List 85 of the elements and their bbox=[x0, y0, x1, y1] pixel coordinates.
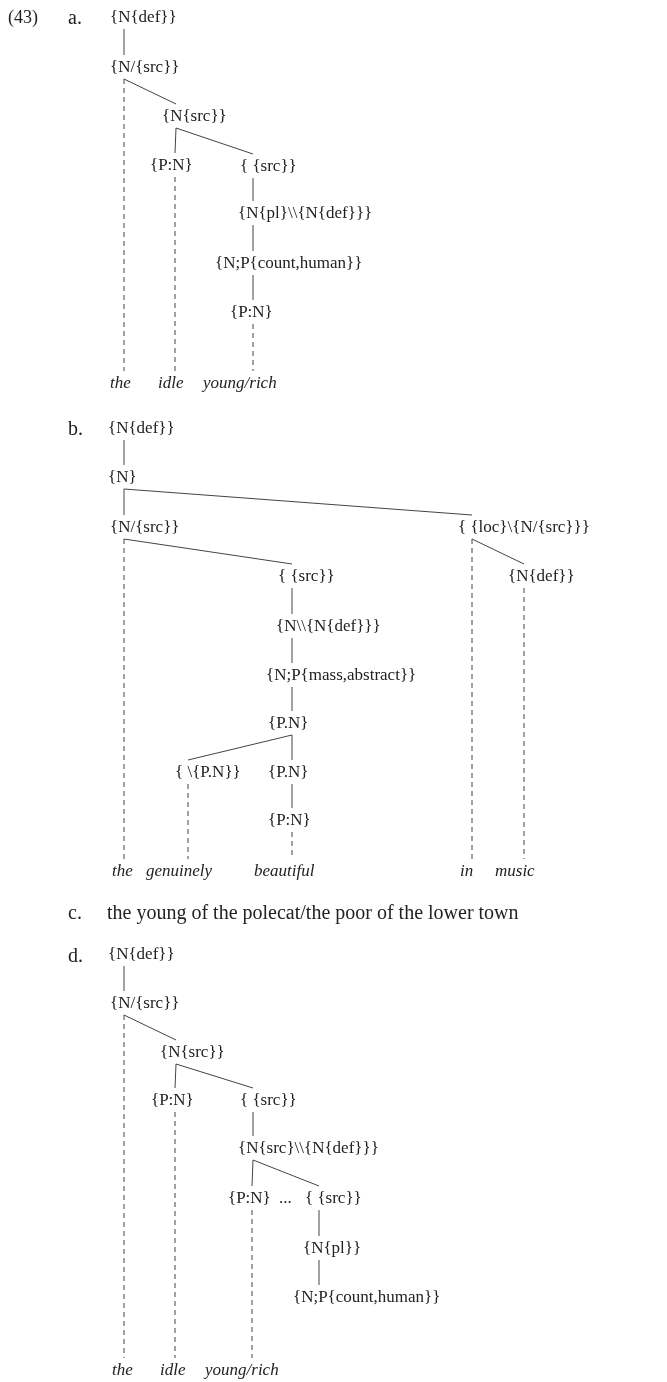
dependency-line bbox=[187, 734, 293, 761]
dependency-line bbox=[318, 1259, 320, 1286]
example-letter: d. bbox=[68, 944, 83, 966]
dashed-association-line bbox=[471, 538, 473, 860]
category-label: {N/{src}} bbox=[110, 517, 180, 537]
dependency-line bbox=[252, 274, 254, 301]
dependency-line bbox=[123, 78, 177, 105]
category-label: {P:N} bbox=[150, 155, 193, 175]
dependency-line bbox=[123, 538, 293, 565]
dependency-line bbox=[291, 783, 293, 809]
dependency-line bbox=[175, 127, 254, 155]
category-label: {N/{src}} bbox=[110, 57, 180, 77]
category-label: {P:N} bbox=[151, 1090, 194, 1110]
category-label: { {src}} bbox=[278, 566, 335, 586]
dependency-line bbox=[291, 587, 293, 615]
category-label: { {src}} bbox=[240, 1090, 297, 1110]
dependency-line bbox=[291, 637, 293, 664]
dependency-line bbox=[251, 1159, 254, 1187]
dashed-association-line bbox=[123, 538, 125, 860]
dependency-line bbox=[123, 488, 125, 516]
category-label: { {loc}\{N/{src}}} bbox=[458, 517, 590, 537]
word-label: young/rich bbox=[203, 373, 277, 393]
category-label: { {src}} bbox=[240, 156, 297, 176]
word-label: the bbox=[110, 373, 131, 393]
dashed-association-line bbox=[174, 176, 176, 372]
category-label: {N\\{N{def}}} bbox=[276, 616, 381, 636]
dashed-association-line bbox=[123, 1014, 125, 1359]
category-label: {N{def}} bbox=[108, 418, 175, 438]
dependency-line bbox=[123, 488, 473, 516]
dependency-line bbox=[123, 965, 125, 992]
example-letter: c. bbox=[68, 901, 82, 923]
category-label: {P:N} bbox=[230, 302, 273, 322]
category-label: {N{pl}} bbox=[303, 1238, 362, 1258]
category-label: {N{def}} bbox=[108, 944, 175, 964]
dependency-line bbox=[252, 1111, 254, 1137]
dashed-association-line bbox=[174, 1111, 176, 1359]
category-label: { {src}} bbox=[305, 1188, 362, 1208]
category-label: {N{src}\\{N{def}}} bbox=[238, 1138, 379, 1158]
category-label: {P.N} bbox=[268, 713, 309, 733]
dependency-line bbox=[174, 127, 177, 154]
example-letter: b. bbox=[68, 417, 83, 439]
dependency-line bbox=[175, 1063, 254, 1089]
dashed-association-line bbox=[123, 78, 125, 372]
word-label: idle bbox=[158, 373, 184, 393]
example-phrase: the young of the polecat/the poor of the lower town bbox=[107, 901, 519, 923]
word-label: young/rich bbox=[205, 1360, 279, 1380]
category-label: {N{src}} bbox=[162, 106, 227, 126]
category-label: {N;P{mass,abstract}} bbox=[266, 665, 417, 685]
dependency-line bbox=[123, 439, 125, 466]
word-label: music bbox=[495, 861, 535, 881]
category-label: {N{pl}\\{N{def}}} bbox=[238, 203, 373, 223]
category-label: {N/{src}} bbox=[110, 993, 180, 1013]
category-label: {P:N} bbox=[228, 1188, 271, 1208]
example-letter: a. bbox=[68, 6, 82, 28]
category-label: {N;P{count,human}} bbox=[215, 253, 363, 273]
dependency-line bbox=[252, 1159, 320, 1187]
dashed-association-line bbox=[523, 587, 525, 860]
dependency-line bbox=[291, 686, 293, 712]
word-label: the bbox=[112, 1360, 133, 1380]
dependency-line bbox=[123, 1014, 177, 1041]
dashed-association-line bbox=[252, 323, 254, 372]
category-label: { \{P.N}} bbox=[175, 762, 241, 782]
dependency-line bbox=[291, 734, 293, 761]
dashed-association-line bbox=[251, 1209, 253, 1359]
word-label: the bbox=[112, 861, 133, 881]
category-label: {N{src}} bbox=[160, 1042, 225, 1062]
category-label: {N;P{count,human}} bbox=[293, 1287, 441, 1307]
category-label: {N} bbox=[108, 467, 137, 487]
word-label: in bbox=[460, 861, 474, 881]
dependency-line bbox=[252, 224, 254, 252]
category-label: {P.N} bbox=[268, 762, 309, 782]
word-label: beautiful bbox=[254, 861, 315, 881]
dependency-line bbox=[123, 28, 125, 56]
ellipsis: ... bbox=[279, 1187, 292, 1209]
example-number: (43) bbox=[8, 6, 38, 28]
dependency-line bbox=[252, 177, 254, 202]
category-label: {P:N} bbox=[268, 810, 311, 830]
dependency-line bbox=[318, 1209, 320, 1237]
word-label: idle bbox=[160, 1360, 186, 1380]
dependency-line bbox=[174, 1063, 177, 1089]
category-label: {N{def}} bbox=[508, 566, 575, 586]
category-label: {N{def}} bbox=[110, 7, 177, 27]
word-label: genuinely bbox=[146, 861, 213, 881]
dashed-association-line bbox=[187, 783, 189, 860]
dependency-line bbox=[471, 538, 525, 565]
